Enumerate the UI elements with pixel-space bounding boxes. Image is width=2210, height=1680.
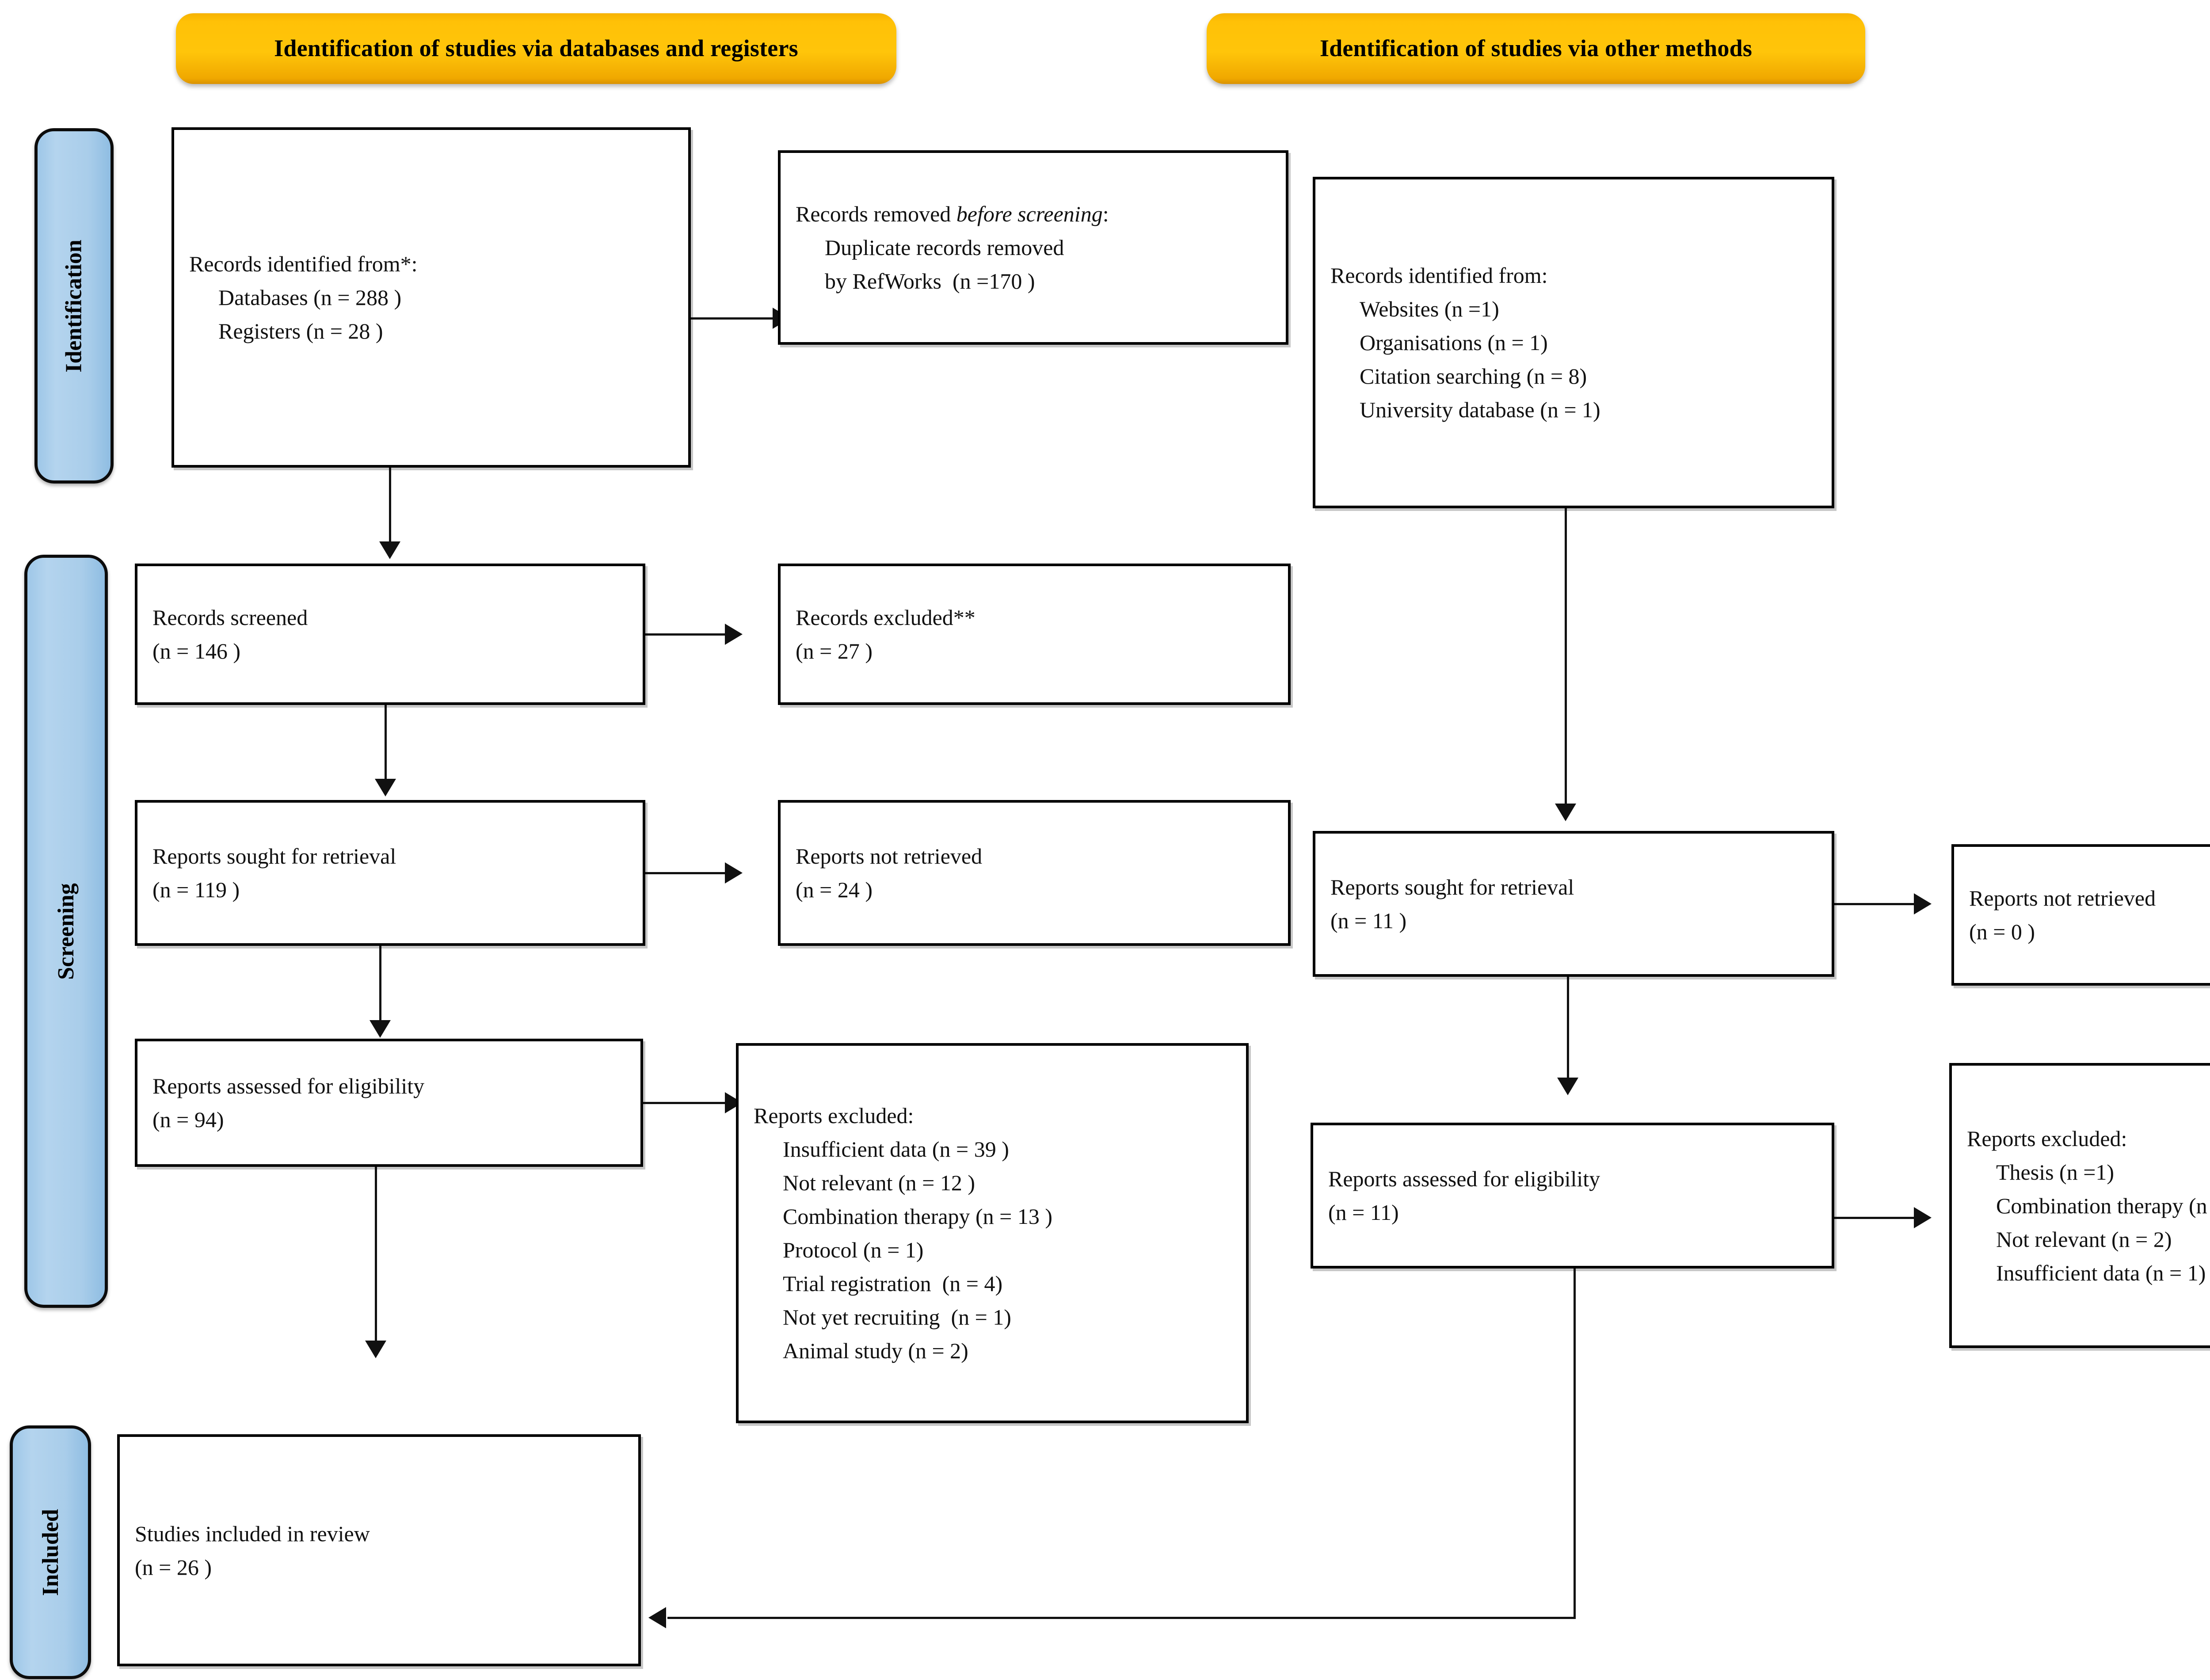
records-identified-title: Records identified from*: [189, 251, 418, 276]
banner-other-methods: Identification of studies via other meth… [1207, 13, 1865, 84]
reports-assessed-title: Reports assessed for eligibility [152, 1074, 425, 1098]
reports-not-retrieved-other-count: (n = 0 ) [1969, 919, 2035, 944]
reports-assessed-other-title: Reports assessed for eligibility [1328, 1166, 1600, 1191]
connector-assessed-to-included [375, 1167, 377, 1346]
connector-sought-other-to-not-retrieved-other [1834, 903, 1916, 905]
box-reports-assessed-other: Reports assessed for eligibility (n = 11… [1311, 1123, 1834, 1269]
connector-other-column-to-included [667, 1617, 1576, 1619]
stage-bar-included: Included [10, 1425, 91, 1679]
box-reports-excluded: Reports excluded: Insufficient data (n =… [736, 1043, 1249, 1423]
banner-databases-registers-label: Identification of studies via databases … [274, 35, 798, 62]
arrowhead-other-column-to-included [648, 1607, 666, 1628]
reports-sought-count: (n = 119 ) [152, 877, 240, 902]
records-removed-item-1: by RefWorks (n =170 ) [825, 269, 1035, 293]
records-removed-title: Records removed before screening: [796, 197, 1271, 231]
reports-excluded-title: Reports excluded: [754, 1103, 914, 1128]
records-identified-other-item-0: Websites (n =1) [1360, 297, 1499, 321]
records-excluded-title: Records excluded** [796, 605, 975, 630]
box-studies-included: Studies included in review (n = 26 ) [117, 1434, 641, 1666]
reports-not-retrieved-other-title: Reports not retrieved [1969, 886, 2156, 910]
connector-identified-to-removed [691, 317, 775, 320]
connector-assessed-to-excluded [643, 1102, 727, 1104]
reports-assessed-other-count: (n = 11) [1328, 1200, 1399, 1225]
connector-screened-to-excluded [645, 633, 727, 636]
box-reports-assessed: Reports assessed for eligibility (n = 94… [135, 1039, 643, 1167]
reports-sought-other-count: (n = 11 ) [1330, 908, 1407, 933]
arrowhead-identified-to-screened [379, 541, 400, 559]
stage-bar-screening: Screening [24, 555, 108, 1308]
box-reports-not-retrieved: Reports not retrieved (n = 24 ) [778, 800, 1291, 946]
reports-excluded-item-5: Not yet recruiting (n = 1) [783, 1305, 1011, 1330]
records-removed-title-italic: before screening [956, 202, 1103, 226]
box-reports-sought-other: Reports sought for retrieval (n = 11 ) [1313, 831, 1834, 977]
stage-bar-included-label: Included [38, 1509, 63, 1596]
box-records-identified-other: Records identified from: Websites (n =1)… [1313, 177, 1834, 508]
connector-sought-other-to-assessed-other [1567, 977, 1569, 1083]
records-excluded-count: (n = 27 ) [796, 639, 873, 663]
records-removed-title-tail: : [1102, 202, 1109, 226]
arrowhead-sought-to-not-retrieved [725, 862, 743, 884]
reports-sought-title: Reports sought for retrieval [152, 844, 396, 869]
connector-assessed-other-to-excluded-other [1834, 1217, 1916, 1219]
connector-identified-to-screened [389, 468, 391, 547]
reports-excluded-item-2: Combination therapy (n = 13 ) [783, 1204, 1053, 1229]
reports-excluded-other-item-0: Thesis (n =1) [1996, 1159, 2115, 1185]
reports-excluded-other-title: Reports excluded: [1967, 1126, 2127, 1151]
reports-excluded-item-0: Insufficient data (n = 39 ) [783, 1137, 1009, 1162]
records-identified-other-item-2: Citation searching (n = 8) [1360, 364, 1587, 389]
box-records-excluded: Records excluded** (n = 27 ) [778, 564, 1291, 705]
stage-bar-identification: Identification [34, 128, 114, 484]
arrowhead-screened-to-sought [375, 779, 396, 796]
connector-sought-to-not-retrieved [645, 872, 727, 874]
reports-excluded-item-6: Animal study (n = 2) [783, 1338, 968, 1363]
arrowhead-screened-to-excluded [725, 624, 743, 645]
records-removed-item-0: Duplicate records removed [825, 235, 1064, 260]
banner-other-methods-label: Identification of studies via other meth… [1319, 35, 1753, 62]
records-identified-other-item-1: Organisations (n = 1) [1360, 330, 1548, 355]
box-reports-sought: Reports sought for retrieval (n = 119 ) [135, 800, 645, 946]
stage-bar-screening-label: Screening [53, 883, 79, 980]
reports-not-retrieved-title: Reports not retrieved [796, 844, 983, 869]
records-removed-title-plain: Records removed [796, 202, 956, 226]
connector-identified-other-to-sought-other [1565, 508, 1567, 809]
records-identified-other-title: Records identified from: [1330, 263, 1548, 288]
reports-not-retrieved-count: (n = 24 ) [796, 877, 873, 902]
reports-excluded-other-item-2: Not relevant (n = 2) [1996, 1227, 2172, 1252]
reports-excluded-item-4: Trial registration (n = 4) [783, 1271, 1003, 1296]
records-identified-other-item-3: University database (n = 1) [1360, 397, 1600, 422]
reports-excluded-item-1: Not relevant (n = 12 ) [783, 1170, 975, 1195]
reports-assessed-count: (n = 94) [152, 1107, 224, 1132]
records-screened-count: (n = 146 ) [152, 639, 240, 663]
reports-excluded-other-item-3: Insufficient data (n = 1) [1996, 1260, 2206, 1285]
arrowhead-identified-other-to-sought-other [1555, 804, 1576, 821]
connector-screened-to-sought [385, 705, 387, 785]
box-reports-not-retrieved-other: Reports not retrieved (n = 0 ) [1951, 844, 2210, 986]
records-identified-item-1: Registers (n = 28 ) [218, 319, 383, 343]
box-records-identified: Records identified from*: Databases (n =… [171, 127, 691, 468]
studies-included-count: (n = 26 ) [135, 1554, 212, 1580]
reports-excluded-item-3: Protocol (n = 1) [783, 1238, 924, 1262]
box-records-screened: Records screened (n = 146 ) [135, 564, 645, 705]
box-reports-excluded-other: Reports excluded: Thesis (n =1) Combinat… [1949, 1063, 2210, 1348]
reports-sought-other-title: Reports sought for retrieval [1330, 875, 1574, 899]
banner-databases-registers: Identification of studies via databases … [176, 13, 896, 84]
arrowhead-assessed-to-included [365, 1341, 386, 1358]
reports-excluded-other-item-1: Combination therapy (n = 2) [1996, 1193, 2207, 1218]
arrowhead-sought-to-assessed [370, 1020, 391, 1038]
stage-bar-identification-label: Identification [61, 239, 87, 373]
arrowhead-sought-other-to-not-retrieved-other [1914, 893, 1932, 914]
box-records-removed: Records removed before screening: Duplic… [778, 150, 1288, 345]
arrowhead-sought-other-to-assessed-other [1557, 1078, 1578, 1095]
connector-other-column-down [1574, 1269, 1576, 1618]
records-screened-title: Records screened [152, 605, 308, 630]
records-identified-item-0: Databases (n = 288 ) [218, 285, 402, 310]
arrowhead-assessed-other-to-excluded-other [1914, 1207, 1932, 1228]
connector-sought-to-assessed [379, 946, 381, 1025]
studies-included-title: Studies included in review [135, 1521, 370, 1546]
